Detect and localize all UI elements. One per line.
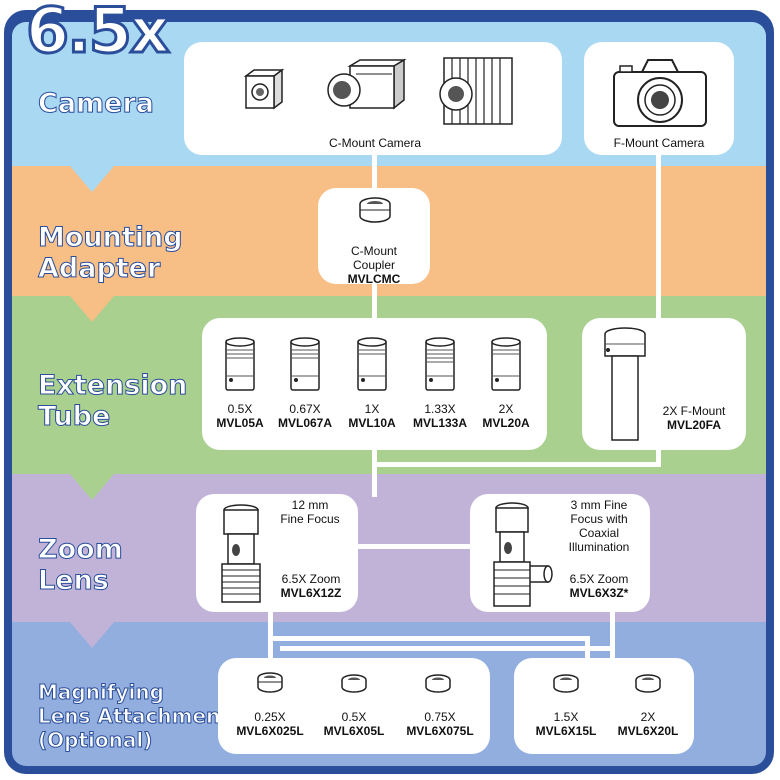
zoom1-code: MVL6X12Z: [280, 586, 342, 600]
extension-tube-icon: [357, 337, 387, 391]
lens-attachment-icon: [553, 674, 579, 693]
c-mount-coupler-icon: [359, 197, 391, 223]
tube-code: MVL133A: [412, 416, 468, 430]
connector-line: [268, 636, 590, 641]
f-mount-tube-icon: [604, 327, 646, 441]
compact-camera-icon: [243, 68, 285, 110]
page-title: 6.5x: [25, 0, 172, 69]
band-arrow: [70, 622, 114, 648]
lens-attachment-icon: [635, 674, 661, 693]
tube-mag: 0.5X: [227, 402, 253, 416]
connector-line: [268, 608, 273, 660]
connector-line: [340, 544, 472, 549]
adapter-label: C-Mount Coupler MVLCMC: [318, 230, 430, 300]
connector-line: [656, 150, 661, 466]
tube-mag: 2X: [498, 402, 514, 416]
adapter-name: C-Mount Coupler: [350, 244, 397, 272]
zoom-lens-12mm-icon: [221, 504, 261, 603]
attachment-code: MVL6X025L: [236, 724, 304, 738]
zoom2-feature: 3 mm Fine Focus with Coaxial Illuminatio…: [568, 498, 630, 554]
attachment-box-high: [514, 658, 694, 754]
lens-attachment-icon: [425, 674, 451, 693]
lens-attachment-icon: [341, 674, 367, 693]
attachment-code: MVL6X15L: [535, 724, 597, 738]
band-label-zoom-lens: Zoom Lens: [38, 534, 124, 597]
attachment-mag: 0.75X: [424, 710, 456, 724]
connector-line: [610, 608, 615, 660]
connector-line: [280, 646, 615, 651]
tube-code: MVL20A: [482, 416, 530, 430]
f-mount-tube-mag: 2X F-Mount: [662, 404, 726, 418]
tube-mag: 1.33X: [424, 402, 456, 416]
attachment-code: MVL6X05L: [323, 724, 385, 738]
band-label-mounting-adapter: Mounting Adapter: [38, 222, 184, 285]
attachment-code: MVL6X20L: [617, 724, 679, 738]
band-arrow: [70, 166, 114, 192]
connector-line: [372, 462, 661, 467]
f-mount-camera-label: F-Mount Camera: [613, 136, 705, 150]
extension-tube-icon: [425, 337, 455, 391]
tube-code: MVL05A: [216, 416, 264, 430]
zoom2-name: 6.5X Zoom: [569, 572, 629, 586]
c-mount-camera-label: C-Mount Camera: [328, 136, 422, 150]
band-label-magnifying-lens: Magnifying Lens Attachment (Optional): [38, 680, 231, 753]
tube-mag: 1X: [364, 402, 380, 416]
band-arrow: [70, 474, 114, 500]
extension-tube-icon: [491, 337, 521, 391]
tube-code: MVL10A: [348, 416, 396, 430]
tube-mag: 0.67X: [289, 402, 321, 416]
extension-tube-icon: [290, 337, 320, 391]
f-mount-tube-code: MVL20FA: [666, 418, 721, 432]
attachment-mag: 1.5X: [553, 710, 579, 724]
band-arrow: [70, 296, 114, 322]
lens-attachment-icon: [257, 672, 283, 693]
industrial-camera-icon: [439, 57, 513, 125]
zoom1-name: 6.5X Zoom: [281, 572, 341, 586]
adapter-code: MVLCMC: [347, 272, 401, 286]
f-mount-camera-icon: [613, 59, 707, 127]
extension-tube-icon: [225, 337, 255, 391]
zoom-lens-coaxial-icon: [493, 502, 553, 607]
zoom2-code: MVL6X3Z*: [569, 586, 629, 600]
box-camera-icon: [327, 58, 407, 110]
attachment-code: MVL6X075L: [406, 724, 474, 738]
attachment-mag: 2X: [640, 710, 656, 724]
band-label-extension-tube: Extension Tube: [37, 370, 188, 433]
attachment-mag: 0.25X: [254, 710, 286, 724]
tube-code: MVL067A: [277, 416, 333, 430]
zoom1-feature: 12 mm Fine Focus: [280, 498, 340, 526]
attachment-mag: 0.5X: [341, 710, 367, 724]
band-label-camera: Camera: [37, 88, 155, 120]
